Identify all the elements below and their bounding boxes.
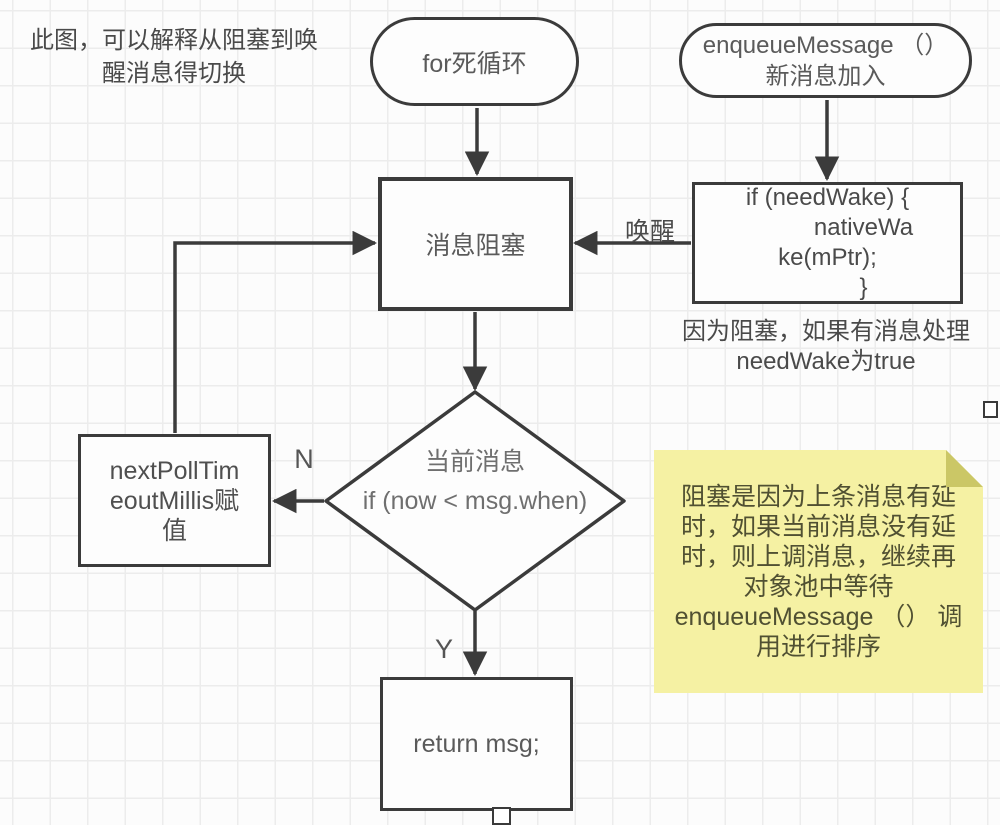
- node-next-poll-timeout-label: nextPollTim eoutMillis赋 值: [109, 456, 240, 545]
- node-message-block: 消息阻塞: [378, 177, 573, 311]
- node-need-wake-code: if (needWake) { nativeWa ke(mPtr); }: [745, 184, 914, 301]
- node-need-wake: if (needWake) { nativeWa ke(mPtr); }: [692, 182, 963, 304]
- sticky-note: 阻塞是因为上条消息有延 时，如果当前消息没有延 时，则上调消息，继续再 对象池中…: [654, 450, 983, 693]
- node-message-block-label: 消息阻塞: [425, 232, 526, 260]
- node-enqueue-message: enqueueMessage （） 新消息加入: [679, 23, 972, 98]
- edge-label-yes: Y: [434, 634, 453, 664]
- stray-square-marker-bottom: [492, 807, 511, 825]
- annotation-text: 此图，可以解释从阻塞到唤 醒消息得切换: [30, 27, 318, 87]
- arrow-nextpoll-to-msgblock: [173, 230, 378, 433]
- node-decision-label: 当前消息 if (now < msg.when): [362, 448, 588, 515]
- edge-label-no: N: [294, 444, 314, 474]
- sticky-note-text: 阻塞是因为上条消息有延 时，如果当前消息没有延 时，则上调消息，继续再 对象池中…: [674, 482, 963, 661]
- node-return-msg: return msg;: [380, 677, 573, 811]
- node-return-msg-label: return msg;: [413, 729, 540, 758]
- edge-label-wake: 唤醒: [624, 218, 675, 246]
- node-enqueue-message-label: enqueueMessage （） 新消息加入: [702, 31, 949, 90]
- stray-square-marker-right: [983, 401, 998, 418]
- decision-diamond-shape: [324, 390, 626, 612]
- need-wake-caption: 因为阻塞，如果有消息处理 needWake为true: [682, 318, 970, 375]
- node-for-loop: for死循环: [370, 17, 579, 106]
- node-for-loop-label: for死循环: [422, 49, 527, 78]
- node-next-poll-timeout: nextPollTim eoutMillis赋 值: [78, 434, 271, 567]
